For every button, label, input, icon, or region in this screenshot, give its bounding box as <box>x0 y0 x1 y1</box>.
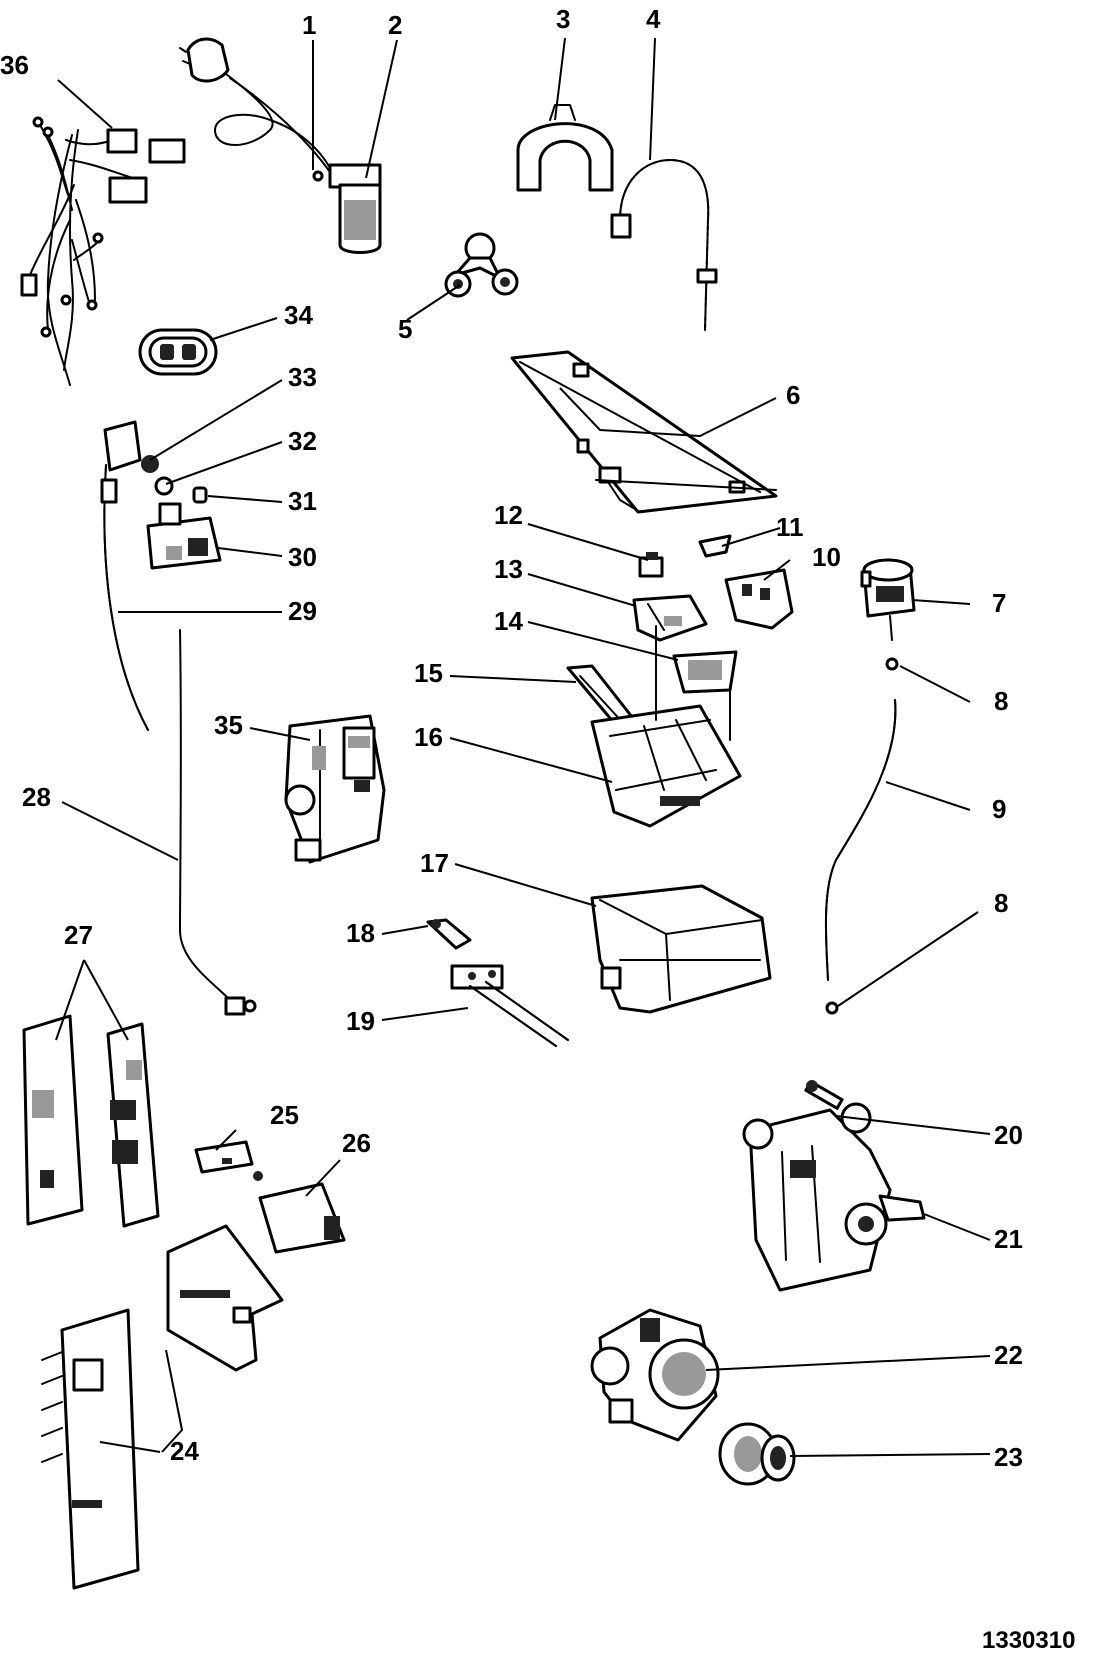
part-11-clip <box>698 534 732 558</box>
part-14-siphon-cover <box>672 650 738 694</box>
callout-19: 19 <box>346 1006 375 1036</box>
callout-24: 24 <box>170 1436 199 1466</box>
part-25-terminal-board <box>194 1140 263 1181</box>
callout-22: 22 <box>994 1340 1023 1370</box>
callout-15: 15 <box>414 658 443 688</box>
part-31-plug <box>192 486 208 504</box>
callout-2: 2 <box>388 10 402 40</box>
callout-13: 13 <box>494 554 523 584</box>
document-number: 1330310 <box>982 1627 1075 1654</box>
callout-5: 5 <box>398 314 412 344</box>
part-36-wiring-harness <box>20 116 186 386</box>
callout-3: 3 <box>556 4 570 34</box>
leader-lines <box>55 37 991 1457</box>
callout-21: 21 <box>994 1224 1023 1254</box>
callout-11: 11 <box>776 512 804 542</box>
part-34-gasket <box>138 328 218 376</box>
callout-9: 9 <box>992 794 1006 824</box>
part-20-bolt <box>804 1080 844 1110</box>
callout-27: 27 <box>64 920 93 950</box>
part-26-capacitor <box>258 1182 346 1254</box>
part-21-motor <box>742 1102 926 1292</box>
callout-4: 4 <box>646 4 661 34</box>
callout-labels: 1 2 3 4 5 6 7 8 9 8 10 11 12 13 14 15 16… <box>0 4 1023 1472</box>
callout-23: 23 <box>994 1442 1023 1472</box>
part-8-clamp-bottom <box>825 1001 839 1015</box>
part-10-handle <box>724 568 794 630</box>
part-23-pump-filter <box>718 1422 796 1486</box>
callout-10: 10 <box>812 542 841 572</box>
part-32-washer <box>154 476 174 496</box>
callout-25: 25 <box>270 1100 299 1130</box>
part-9-pressure-tube <box>824 699 897 981</box>
part-19-heating-element <box>450 964 569 1047</box>
part-18-sensor <box>426 918 472 950</box>
callout-8-bottom: 8 <box>994 888 1008 918</box>
part-7-pressure-switch <box>860 558 916 641</box>
part-16-dispenser-drawer <box>590 625 742 828</box>
part-33-nut <box>141 455 159 473</box>
part-29-drain-tube <box>100 420 149 731</box>
callout-17: 17 <box>420 848 449 878</box>
part-2-power-cable-filter <box>179 37 382 254</box>
part-17-dispenser-housing <box>590 884 772 1014</box>
callout-6: 6 <box>786 380 800 410</box>
callout-26: 26 <box>342 1128 371 1158</box>
callout-28: 28 <box>22 782 51 812</box>
callout-31: 31 <box>288 486 317 516</box>
part-24-panel-covers <box>41 1224 284 1590</box>
callout-33: 33 <box>288 362 317 392</box>
callout-16: 16 <box>414 722 443 752</box>
callout-34: 34 <box>284 300 313 330</box>
callout-14: 14 <box>494 606 523 636</box>
callout-30: 30 <box>288 542 317 572</box>
callout-8-top: 8 <box>994 686 1008 716</box>
callout-18: 18 <box>346 918 375 948</box>
part-13-softener-cup <box>632 594 708 642</box>
part-12-siphon-cap <box>638 552 664 578</box>
part-35-door-interlock <box>284 714 386 864</box>
callout-36: 36 <box>0 50 29 80</box>
callout-12: 12 <box>494 500 523 530</box>
callout-7: 7 <box>992 588 1006 618</box>
part-27-electronic-module <box>22 1014 160 1228</box>
part-4-drain-hose <box>610 159 718 331</box>
callout-20: 20 <box>994 1120 1023 1150</box>
part-3-hose-bracket <box>516 104 614 192</box>
part-30-pressure-block <box>146 502 222 570</box>
callout-1: 1 <box>302 10 316 40</box>
callout-29: 29 <box>288 596 317 626</box>
part-5-y-connector <box>444 232 519 298</box>
part-22-drain-pump <box>590 1308 720 1442</box>
callout-32: 32 <box>288 426 317 456</box>
part-28-ground-cable <box>179 629 257 1016</box>
part-8-clamp-top <box>885 657 899 671</box>
callout-35: 35 <box>214 710 243 740</box>
